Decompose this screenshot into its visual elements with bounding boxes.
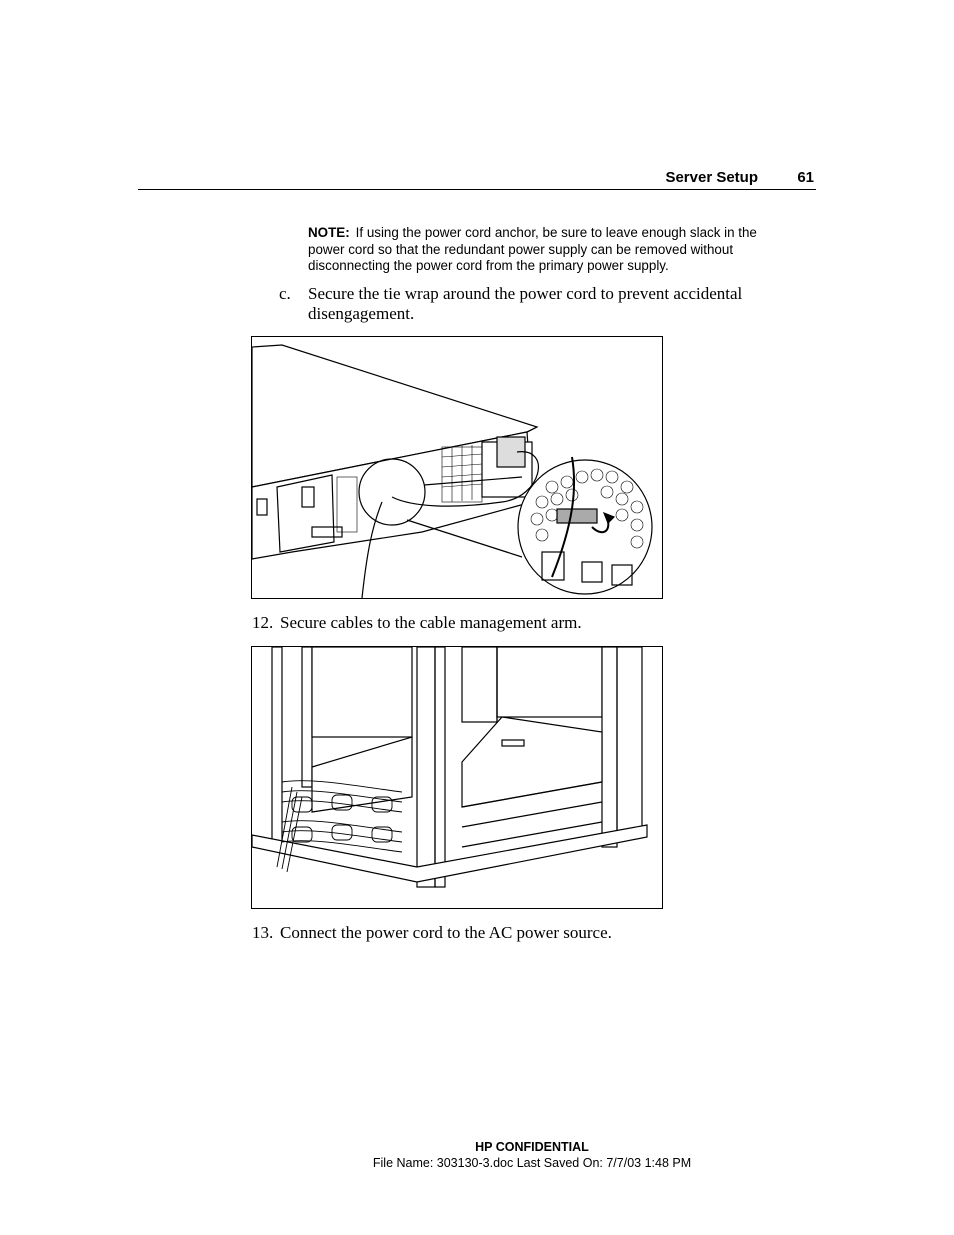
step-13: 13. Connect the power cord to the AC powe… [252,923,612,943]
step-12-number: 12. [252,613,274,632]
step-c-marker: c. [279,284,291,303]
note-block: NOTE:If using the power cord anchor, be … [308,225,758,275]
step-c-text: Secure the tie wrap around the power cor… [308,284,743,323]
step-12-text: Secure cables to the cable management ar… [280,613,582,632]
header-rule [138,189,816,190]
step-13-text: Connect the power cord to the AC power s… [280,923,612,942]
step-13-number: 13. [252,923,274,942]
footer-confidential: HP CONFIDENTIAL [475,1140,589,1154]
cable-management-illustration [251,646,663,909]
footer-file-info: File Name: 303130-3.doc Last Saved On: 7… [372,1156,692,1170]
tie-wrap-drawing [252,344,653,598]
tie-wrap-illustration [251,336,663,599]
note-text: If using the power cord anchor, be sure … [308,225,757,273]
note-label: NOTE: [308,225,350,240]
rack-drawing [252,647,648,888]
step-12: 12. Secure cables to the cable management… [252,613,582,633]
page-number: 61 [797,169,814,186]
running-header-section: Server Setup [665,169,758,186]
